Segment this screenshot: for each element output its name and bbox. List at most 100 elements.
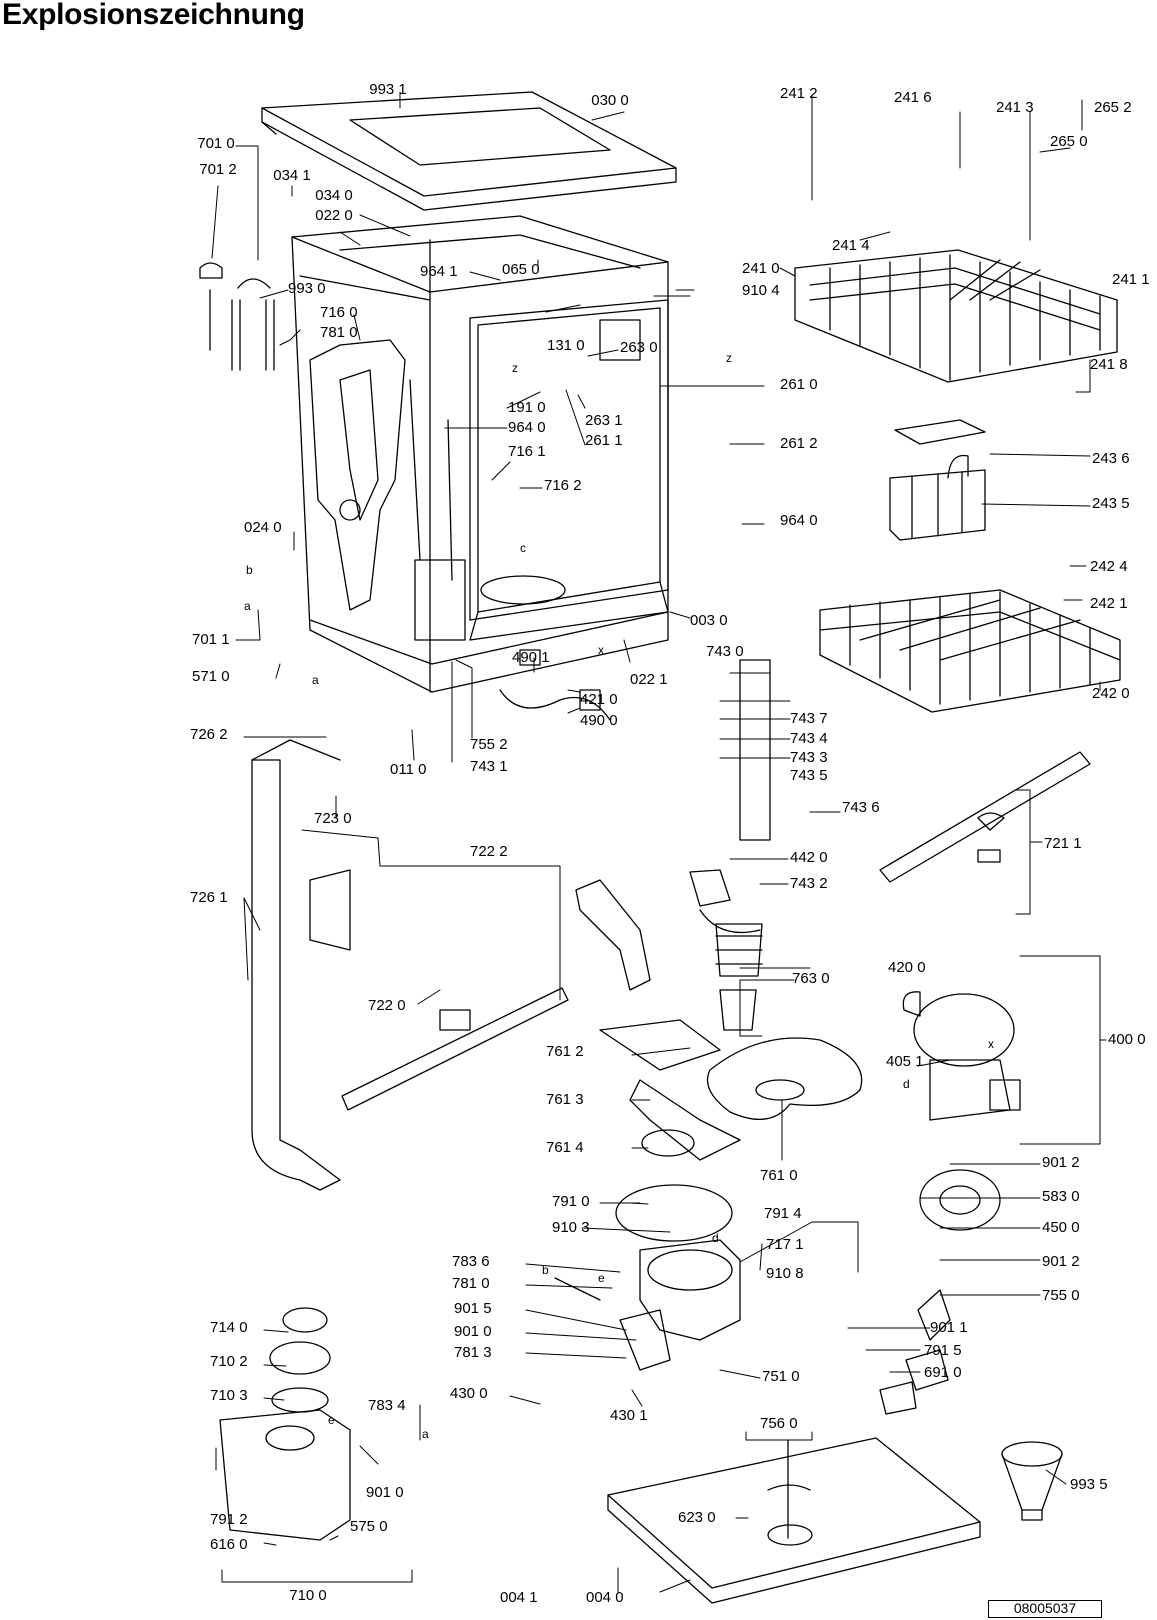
part-label: 034 0 xyxy=(315,187,353,204)
lower-basket xyxy=(819,589,1121,713)
reference-letter: d xyxy=(903,1077,910,1091)
reference-letter: e xyxy=(328,1413,335,1427)
part-label: 004 0 xyxy=(586,1589,624,1606)
part-label: 761 4 xyxy=(546,1139,584,1156)
part-label: 910 8 xyxy=(766,1265,804,1282)
base-plate xyxy=(607,1437,981,1604)
part-label: 791 2 xyxy=(210,1511,248,1528)
part-label: 442 0 xyxy=(790,849,828,866)
part-label: 430 0 xyxy=(450,1385,488,1402)
cutlery-basket xyxy=(889,419,986,541)
part-label: 781 0 xyxy=(452,1275,490,1292)
part-label: 993 0 xyxy=(288,280,326,297)
part-label: 241 6 xyxy=(894,89,932,106)
part-label: 034 1 xyxy=(273,167,311,184)
part-label: 716 2 xyxy=(544,477,582,494)
part-label: 242 1 xyxy=(1090,595,1128,612)
part-label: 710 0 xyxy=(289,1587,327,1604)
reference-letter: z xyxy=(726,351,732,365)
part-label: 716 0 xyxy=(320,304,358,321)
part-label: 030 0 xyxy=(591,92,629,109)
reference-letter: x xyxy=(988,1037,994,1051)
part-label: 901 2 xyxy=(1042,1253,1080,1270)
reference-letter: c xyxy=(520,541,526,555)
part-label: 241 2 xyxy=(780,85,818,102)
part-label: 400 0 xyxy=(1108,1031,1146,1048)
part-label: 583 0 xyxy=(1042,1188,1080,1205)
part-label: 791 0 xyxy=(552,1193,590,1210)
part-label: 131 0 xyxy=(547,337,585,354)
part-label: 910 3 xyxy=(552,1219,590,1236)
part-label: 717 1 xyxy=(766,1236,804,1253)
part-label: 710 2 xyxy=(210,1353,248,1370)
part-label: 263 0 xyxy=(620,339,658,356)
part-label: 191 0 xyxy=(508,399,546,416)
part-label: 243 5 xyxy=(1092,495,1130,512)
cabinet-frame xyxy=(291,215,669,693)
reference-letter: a xyxy=(312,673,319,687)
part-label: 743 4 xyxy=(790,730,828,747)
part-label: 993 1 xyxy=(369,81,407,98)
part-label: 022 1 xyxy=(630,671,668,688)
door-springs xyxy=(199,262,275,371)
part-label: 710 3 xyxy=(210,1387,248,1404)
part-label: 721 1 xyxy=(1044,835,1082,852)
part-label: 722 2 xyxy=(470,843,508,860)
part-label: 726 2 xyxy=(190,726,228,743)
part-label: 701 0 xyxy=(197,135,235,152)
reference-letter: b xyxy=(246,563,253,577)
part-label: 716 1 xyxy=(508,443,546,460)
part-label: 755 0 xyxy=(1042,1287,1080,1304)
part-label: 781 0 xyxy=(320,324,358,341)
part-label: 910 4 xyxy=(742,282,780,299)
part-label: 761 3 xyxy=(546,1091,584,1108)
part-label: 022 0 xyxy=(315,207,353,224)
part-label: 743 1 xyxy=(470,758,508,775)
part-label: 743 3 xyxy=(790,749,828,766)
part-label: 241 0 xyxy=(742,260,780,277)
part-label: 743 0 xyxy=(706,643,744,660)
part-label: 243 6 xyxy=(1092,450,1130,467)
filter-assembly xyxy=(706,923,863,1120)
water-softener xyxy=(219,1307,351,1541)
mains-cable xyxy=(499,649,611,721)
part-label: 263 1 xyxy=(585,412,623,429)
part-label: 751 0 xyxy=(762,1368,800,1385)
part-label: 011 0 xyxy=(390,761,427,778)
part-label: 571 0 xyxy=(192,668,230,685)
part-label: 743 7 xyxy=(790,710,828,727)
lower-spray-arm xyxy=(341,987,569,1111)
reference-letter: z xyxy=(512,361,518,375)
part-label: 261 1 xyxy=(585,432,623,449)
part-label: 761 2 xyxy=(546,1043,584,1060)
part-label: 964 0 xyxy=(780,512,818,529)
part-label: 714 0 xyxy=(210,1319,248,1336)
part-label: 241 1 xyxy=(1112,271,1150,288)
part-label: 783 6 xyxy=(452,1253,490,1270)
sump-housing xyxy=(554,1184,741,1371)
part-label: 004 1 xyxy=(500,1589,538,1606)
part-label: 490 1 xyxy=(512,649,550,666)
part-label: 024 0 xyxy=(244,519,282,536)
part-label: 723 0 xyxy=(314,810,352,827)
part-label: 756 0 xyxy=(760,1415,798,1432)
part-label: 261 2 xyxy=(780,435,818,452)
part-label: 065 0 xyxy=(502,261,540,278)
reference-letter: e xyxy=(598,1271,605,1285)
part-label: 265 2 xyxy=(1094,99,1132,116)
upper-spray-arm xyxy=(879,751,1091,883)
side-panel xyxy=(309,339,466,641)
part-label: 743 6 xyxy=(842,799,880,816)
upper-basket xyxy=(794,249,1118,383)
reference-letter: a xyxy=(422,1427,429,1441)
part-label: 722 0 xyxy=(368,997,406,1014)
circulation-pump xyxy=(902,991,1021,1231)
part-label: 450 0 xyxy=(1042,1219,1080,1236)
part-label: 261 0 xyxy=(780,376,818,393)
part-label: 783 4 xyxy=(368,1397,406,1414)
part-label: 761 0 xyxy=(760,1167,798,1184)
center-duct xyxy=(575,879,741,1161)
part-label: 763 0 xyxy=(792,970,830,987)
